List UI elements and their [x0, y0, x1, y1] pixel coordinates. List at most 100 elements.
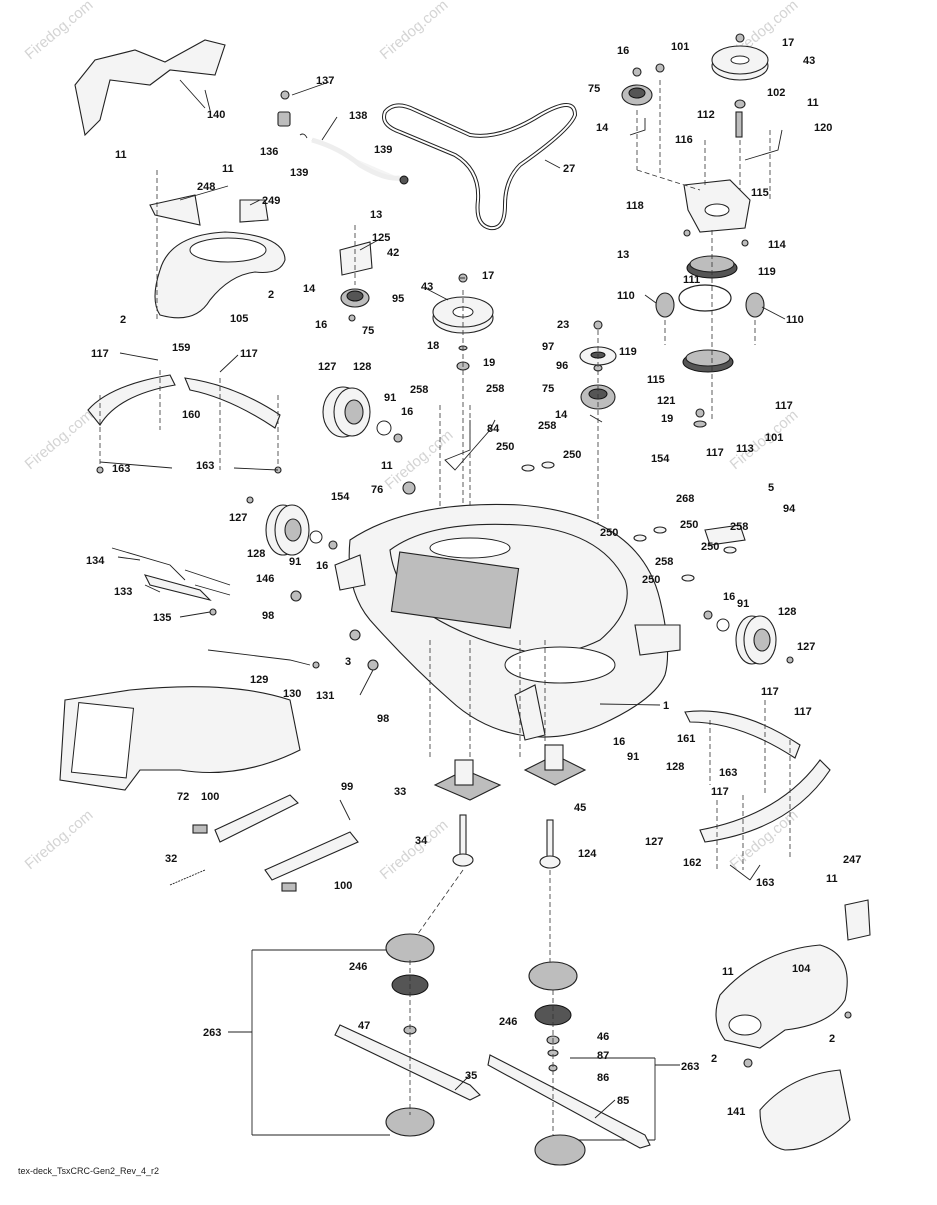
- label-127d: 127: [645, 836, 663, 848]
- label-87: 87: [597, 1050, 609, 1062]
- label-258: 258: [410, 384, 428, 396]
- label-121: 121: [657, 395, 675, 407]
- label-139: 139: [290, 167, 308, 179]
- label-125: 125: [372, 232, 390, 244]
- part-99-arms: [169, 794, 359, 892]
- label-160: 160: [182, 409, 200, 421]
- label-72: 72: [177, 791, 189, 803]
- label-128: 128: [353, 361, 371, 373]
- label-75c: 75: [542, 383, 554, 395]
- label-11c: 11: [222, 163, 234, 175]
- label-96: 96: [556, 360, 568, 372]
- label-263b: 263: [681, 1061, 699, 1073]
- label-127b: 127: [229, 512, 247, 524]
- label-140: 140: [207, 109, 225, 121]
- label-75: 75: [588, 83, 600, 95]
- label-115: 115: [751, 187, 769, 199]
- label-159: 159: [172, 342, 190, 354]
- label-2c: 2: [829, 1033, 835, 1045]
- part-upper-right-assembly: [621, 33, 783, 247]
- label-11b: 11: [115, 149, 127, 161]
- label-16d: 16: [316, 560, 328, 572]
- label-91c: 91: [737, 598, 749, 610]
- label-130: 130: [283, 688, 301, 700]
- label-19: 19: [483, 357, 495, 369]
- part-baffles-right: [684, 700, 831, 870]
- label-110: 110: [617, 290, 635, 302]
- label-94: 94: [783, 503, 796, 515]
- label-43b: 43: [421, 281, 433, 293]
- label-27: 27: [563, 163, 575, 175]
- watermark: Firedog.com: [377, 816, 452, 883]
- label-2: 2: [268, 289, 274, 301]
- label-111: 111: [683, 274, 700, 286]
- label-250e: 250: [701, 541, 719, 553]
- label-115b: 115: [647, 374, 665, 386]
- label-91: 91: [384, 392, 396, 404]
- label-102: 102: [767, 87, 785, 99]
- part-129-rod: [207, 649, 320, 669]
- label-101: 101: [671, 41, 689, 53]
- watermark: Firedog.com: [22, 806, 97, 873]
- label-117c: 117: [91, 348, 109, 360]
- label-136: 136: [260, 146, 278, 158]
- label-91d: 91: [627, 751, 639, 763]
- label-250f: 250: [642, 574, 660, 586]
- part-1-deck: [334, 503, 746, 760]
- part-140-shield: [74, 39, 226, 137]
- label-5: 5: [768, 482, 774, 494]
- part-labels: 140 137 136 139 138 139 27 16 101 17 43 …: [86, 37, 861, 1118]
- label-133: 133: [114, 586, 132, 598]
- part-72-chute: [59, 686, 301, 791]
- label-117b: 117: [706, 447, 724, 459]
- label-117d: 117: [240, 348, 258, 360]
- label-98b: 98: [377, 713, 389, 725]
- label-129: 129: [250, 674, 268, 686]
- part-baffles-left: [87, 370, 282, 474]
- part-27-belt: [382, 103, 578, 231]
- label-141: 141: [727, 1106, 745, 1118]
- label-258b: 258: [486, 383, 504, 395]
- label-42: 42: [387, 247, 399, 259]
- part-134-linkage: [111, 547, 231, 616]
- label-268: 268: [676, 493, 694, 505]
- label-46: 46: [597, 1031, 609, 1043]
- label-250d: 250: [680, 519, 698, 531]
- label-84: 84: [487, 423, 500, 435]
- label-101b: 101: [765, 432, 783, 444]
- label-117e: 117: [761, 686, 779, 698]
- diagram-caption: tex-deck_TsxCRC-Gen2_Rev_4_r2: [18, 1166, 160, 1176]
- label-23: 23: [557, 319, 569, 331]
- label-128d: 128: [666, 761, 684, 773]
- label-131: 131: [316, 690, 334, 702]
- label-113: 113: [736, 443, 754, 455]
- label-86: 86: [597, 1072, 609, 1084]
- label-11: 11: [807, 97, 819, 109]
- part-84-rod: [439, 405, 496, 520]
- watermark: Firedog.com: [22, 406, 97, 473]
- label-13: 13: [370, 209, 382, 221]
- label-118: 118: [626, 200, 644, 212]
- label-47: 47: [358, 1020, 370, 1032]
- label-110b: 110: [786, 314, 804, 326]
- label-14c: 14: [555, 409, 568, 421]
- label-16b: 16: [315, 319, 327, 331]
- label-105: 105: [230, 313, 248, 325]
- label-117: 117: [775, 400, 793, 412]
- label-146: 146: [256, 573, 274, 585]
- label-117f: 117: [794, 706, 812, 718]
- label-14: 14: [596, 122, 609, 134]
- label-163: 163: [112, 463, 130, 475]
- part-wheel-right: [703, 610, 794, 665]
- label-114: 114: [768, 239, 787, 251]
- label-247: 247: [843, 854, 861, 866]
- label-13b: 13: [617, 249, 629, 261]
- label-3: 3: [345, 656, 351, 668]
- label-246b: 246: [499, 1016, 517, 1028]
- label-163c: 163: [719, 767, 737, 779]
- label-135: 135: [153, 612, 171, 624]
- label-16f: 16: [613, 736, 625, 748]
- label-250c: 250: [600, 527, 618, 539]
